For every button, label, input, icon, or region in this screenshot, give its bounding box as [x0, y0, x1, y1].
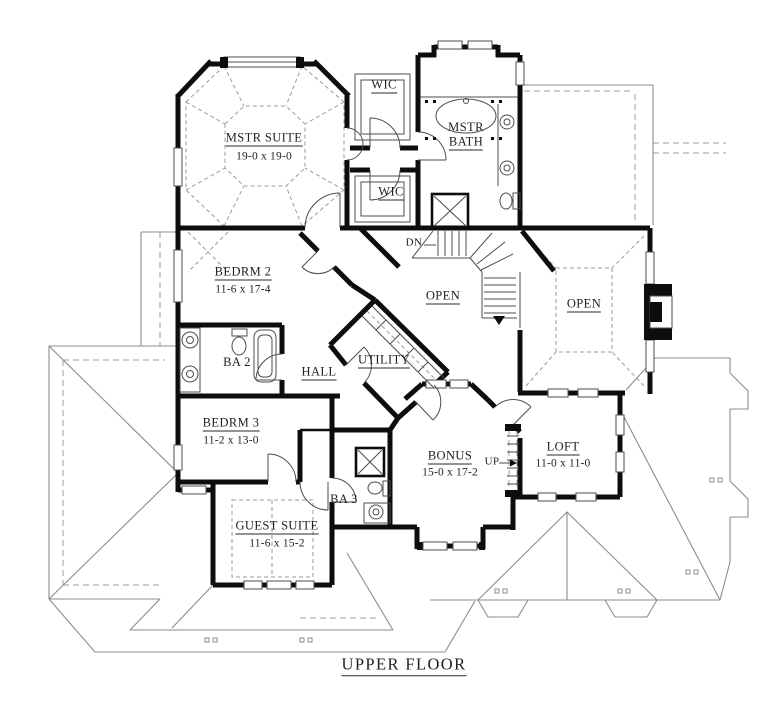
room-label-ba3: BA 3: [330, 491, 358, 506]
room-label-wic-lower: WIC: [378, 184, 404, 201]
room-label-mstr-suite: MSTR SUITE: [225, 130, 303, 147]
stairs-down: [411, 230, 521, 328]
room-label-bedrm2: BEDRM 2: [214, 264, 272, 281]
room-label-ba2: BA 2: [223, 354, 251, 369]
bath3-fixtures: [357, 449, 391, 524]
room-dims-guest-suite: 11-6 x 15-2: [249, 537, 305, 550]
room-label-loft: LOFT: [546, 439, 580, 456]
room-dims-loft: 11-0 x 11-0: [535, 457, 591, 470]
room-label-open-center: OPEN: [425, 288, 461, 305]
roof-vent-icon: [204, 477, 723, 643]
stair-label-down: DN: [405, 236, 423, 249]
room-dims-bedrm3: 11-2 x 13-0: [203, 434, 259, 447]
room-label-open-right: OPEN: [566, 296, 602, 313]
stairs-up: [499, 424, 521, 497]
room-label-guest-suite: GUEST SUITE: [235, 518, 319, 535]
bath2-fixtures: [179, 327, 277, 393]
stair-label-up: UP: [484, 455, 500, 468]
room-label-mstr-bath-1: MSTR: [448, 119, 484, 134]
room-dims-mstr-suite: 19-0 x 19-0: [236, 150, 292, 163]
utility-shelves: [361, 305, 445, 389]
doors-layer: [255, 117, 532, 511]
roof-lines-layer: [48, 84, 749, 653]
room-label-mstr-bath-2: BATH: [448, 134, 484, 151]
room-label-bedrm3: BEDRM 3: [202, 415, 260, 432]
room-label-hall: HALL: [301, 364, 337, 381]
room-label-utility: UTILITY: [357, 352, 411, 369]
room-dims-bedrm2: 11-6 x 17-4: [215, 283, 271, 296]
walls-layer: [175, 44, 653, 588]
page-title: UPPER FLOOR: [341, 656, 467, 676]
fireplace: [644, 284, 673, 340]
master-bath-fixtures: [420, 96, 521, 227]
ceiling-lines-layer: [185, 65, 645, 578]
windows-layer: [173, 40, 655, 590]
room-label-wic-upper: WIC: [371, 77, 397, 94]
room-label-bonus: BONUS: [427, 448, 473, 465]
room-dims-bonus: 15-0 x 17-2: [422, 466, 478, 479]
wic-shelving: [354, 73, 411, 223]
